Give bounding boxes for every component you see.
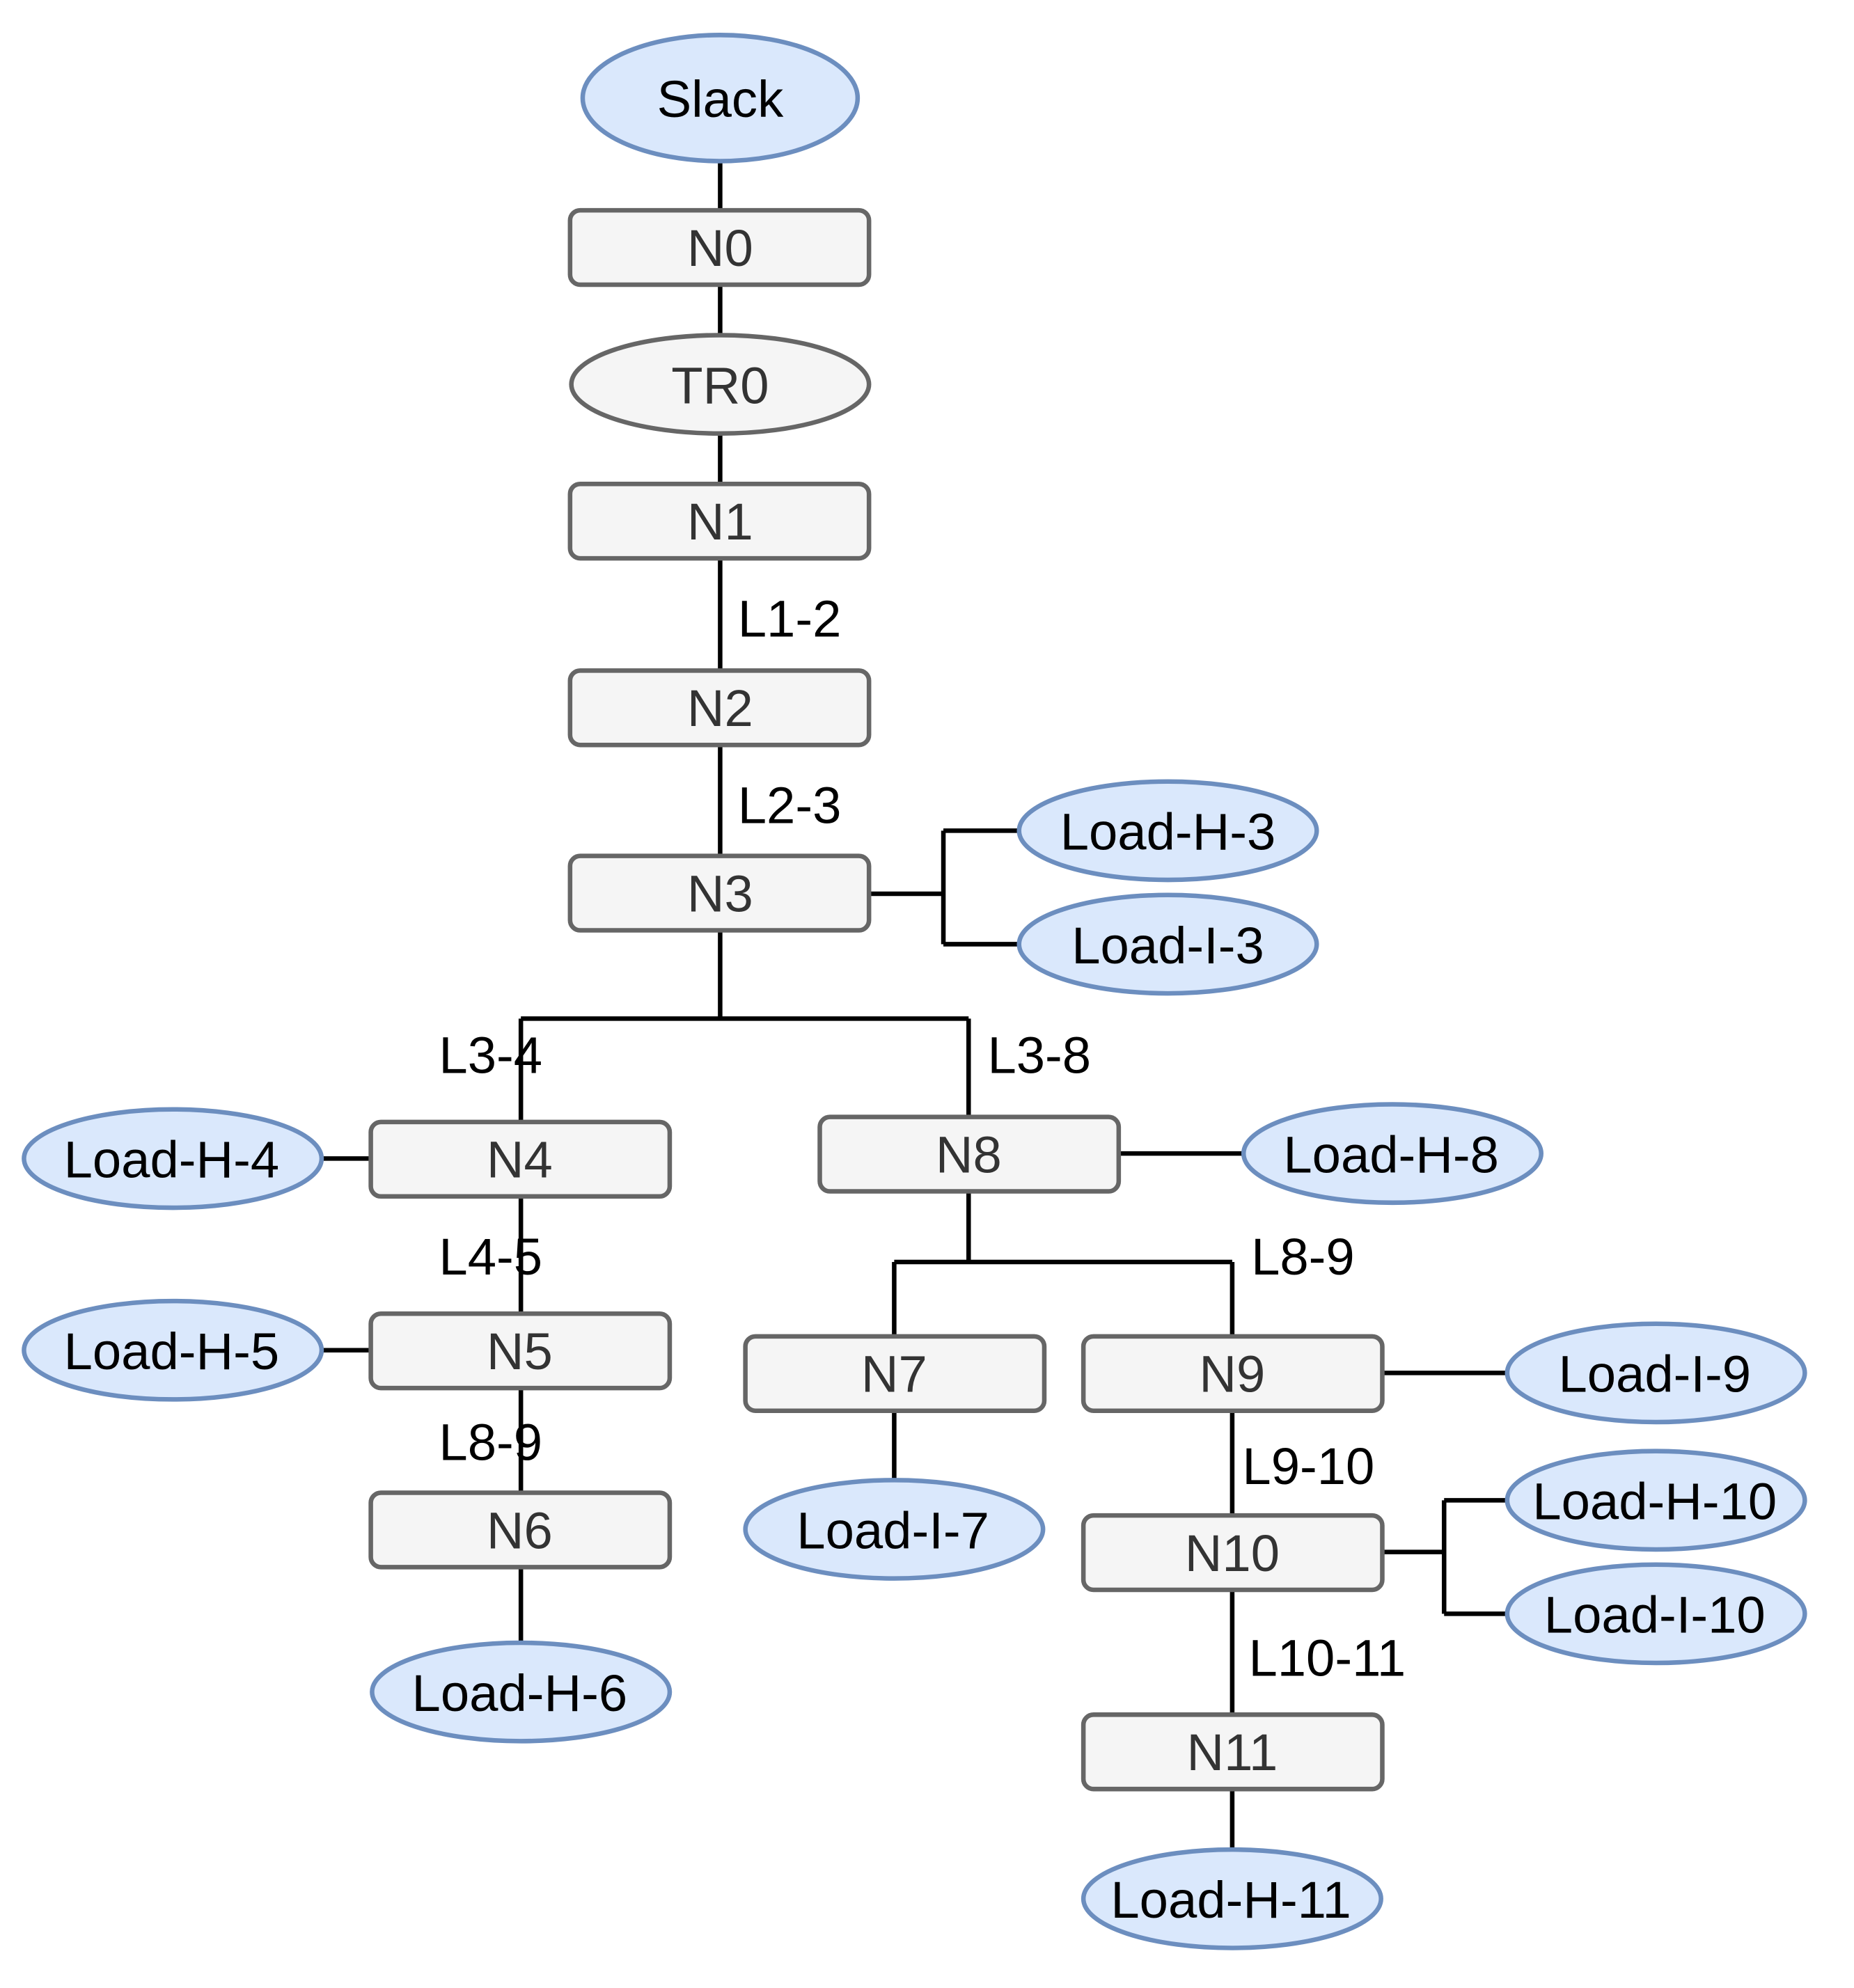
edge-label-l2-3: L2-3 [738, 777, 842, 835]
svg-text:N9: N9 [1199, 1346, 1265, 1403]
svg-text:Slack: Slack [657, 70, 784, 128]
svg-text:Load-I-9: Load-I-9 [1558, 1346, 1751, 1403]
svg-text:N4: N4 [487, 1131, 553, 1189]
node-load-h-11: Load-H-11 [1081, 1847, 1383, 1950]
node-n9: N9 [1081, 1334, 1385, 1413]
edge-label-l3-4: L3-4 [439, 1026, 542, 1084]
svg-text:N3: N3 [687, 865, 753, 922]
svg-text:Load-H-4: Load-H-4 [64, 1131, 280, 1189]
node-n7: N7 [743, 1334, 1047, 1413]
svg-text:N0: N0 [687, 219, 753, 277]
svg-text:Load-H-6: Load-H-6 [412, 1664, 628, 1722]
svg-text:Load-H-5: Load-H-5 [64, 1323, 280, 1380]
node-load-i-10: Load-I-10 [1505, 1562, 1807, 1666]
node-load-h-10: Load-H-10 [1505, 1449, 1807, 1552]
svg-text:Load-H-3: Load-H-3 [1060, 803, 1276, 861]
edge-label-l10-11: L10-11 [1248, 1629, 1406, 1687]
svg-text:N1: N1 [687, 493, 753, 551]
node-n11: N11 [1081, 1712, 1385, 1792]
node-n0: N0 [567, 207, 872, 287]
svg-text:N2: N2 [687, 679, 753, 737]
node-load-i-7: Load-I-7 [743, 1478, 1046, 1581]
svg-text:Load-H-8: Load-H-8 [1283, 1126, 1499, 1183]
edges [322, 161, 1507, 1850]
edge-n8-n7-n9 [892, 1191, 1235, 1336]
svg-text:N5: N5 [487, 1323, 553, 1380]
edge-label-l1-2: L1-2 [738, 590, 842, 648]
edge-label-l3-8: L3-8 [987, 1026, 1091, 1084]
node-n1: N1 [567, 481, 872, 561]
svg-text:N11: N11 [1187, 1723, 1278, 1781]
edge-label-l8-9: L8-9 [1251, 1228, 1355, 1286]
svg-text:N10: N10 [1185, 1524, 1280, 1582]
node-n5: N5 [368, 1311, 673, 1391]
node-load-h-3: Load-H-3 [1016, 779, 1319, 883]
edge-n3-n4-n8 [518, 930, 971, 1122]
svg-text:Load-I-10: Load-I-10 [1544, 1586, 1766, 1644]
svg-text:N8: N8 [936, 1126, 1002, 1183]
svg-text:N7: N7 [861, 1346, 927, 1403]
edge-n3-loads [870, 828, 1019, 947]
svg-text:Load-I-7: Load-I-7 [796, 1501, 989, 1559]
node-load-h-8: Load-H-8 [1241, 1102, 1543, 1206]
node-load-i-9: Load-I-9 [1505, 1321, 1807, 1425]
node-n8: N8 [817, 1114, 1122, 1194]
svg-text:TR0: TR0 [671, 356, 769, 414]
svg-text:Load-I-3: Load-I-3 [1071, 917, 1264, 975]
node-n10: N10 [1081, 1513, 1385, 1593]
node-load-h-6: Load-H-6 [370, 1640, 673, 1744]
node-load-i-3: Load-I-3 [1016, 892, 1319, 996]
edge-label-l9-10: L9-10 [1242, 1437, 1374, 1495]
edge-n10-loads [1382, 1498, 1507, 1616]
svg-text:N6: N6 [487, 1501, 553, 1559]
node-slack: Slack [580, 33, 861, 164]
edge-labels: L1-2 L2-3 L3-4 L3-8 L4-5 L8-9 L8-9 L9-10… [439, 590, 1406, 1687]
node-n6: N6 [368, 1490, 673, 1570]
svg-text:Load-H-11: Load-H-11 [1110, 1871, 1351, 1929]
node-n4: N4 [368, 1119, 673, 1199]
node-load-h-4: Load-H-4 [22, 1107, 324, 1210]
edge-label-l4-5: L4-5 [439, 1228, 542, 1286]
node-n2: N2 [567, 668, 872, 748]
node-load-h-5: Load-H-5 [22, 1298, 324, 1402]
edge-label-l5-6: L8-9 [439, 1414, 542, 1472]
nodes: Slack N0 TR0 N1 N2 N3 Load-H-3 [22, 33, 1807, 1950]
node-tr0: TR0 [569, 333, 872, 436]
node-n3: N3 [567, 853, 872, 933]
svg-text:Load-H-10: Load-H-10 [1532, 1473, 1777, 1531]
